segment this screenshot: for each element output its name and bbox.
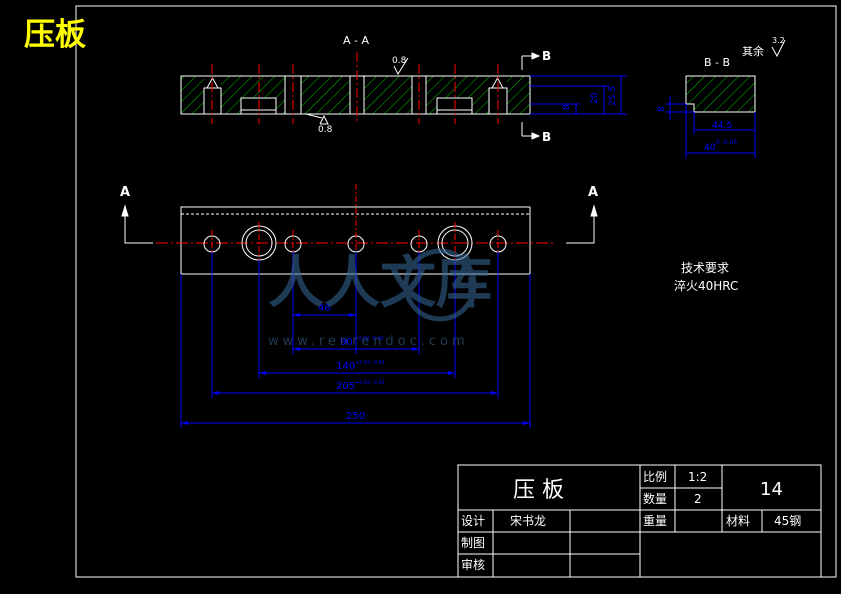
title-material-label: 材料	[726, 514, 750, 528]
plan-view: A A	[120, 184, 598, 428]
roughness-bottom-symbol	[305, 113, 329, 125]
watermark-text: 人人文库	[268, 251, 492, 316]
dim-section-25-5: 25.5	[608, 86, 618, 106]
plan-hole-centerlines	[211, 184, 499, 264]
section-aa-title: A - A	[343, 34, 369, 47]
dim-bb-40-tol: 0 -0.05	[716, 139, 737, 146]
title-part-name: 压 板	[513, 478, 564, 503]
section-bb-dims	[666, 96, 756, 158]
watermark-url: www.renrendoc.com	[268, 334, 469, 349]
dim-140-tol: +0.02 -0.02	[355, 360, 385, 366]
plan-dims	[180, 252, 531, 428]
roughness-other-symbol	[771, 39, 786, 58]
title-qty-value: 2	[694, 492, 702, 506]
section-bb-view: B - B 其余 3.2 8 44.5 40 0 -0.05	[657, 36, 786, 158]
title-drawing-no: 14	[760, 479, 783, 500]
cutting-label-a-right: A	[588, 185, 598, 200]
roughness-other-value: 3.2	[772, 36, 785, 45]
title-scale-value: 1:2	[688, 470, 707, 484]
roughness-bottom-value: 0.8	[318, 125, 333, 135]
section-aa-centerlines	[211, 52, 499, 124]
dim-90-tol: +0.02 -0.02	[354, 336, 384, 342]
roughness-top-symbol	[393, 57, 409, 76]
cutting-plane-a	[121, 204, 598, 244]
section-aa-hatch	[181, 76, 530, 114]
roughness-other-label: 其余	[742, 44, 764, 58]
dim-250: 250	[346, 411, 365, 422]
dim-140: 140	[336, 361, 355, 372]
plan-dim-arrows	[181, 313, 530, 425]
section-aa-view: A - A	[180, 34, 627, 144]
dim-205-tol: +0.02 -0.02	[355, 380, 385, 386]
cutting-label-b-bottom: B	[542, 130, 551, 144]
dim-46: 46	[318, 303, 331, 314]
section-aa-dims	[530, 75, 627, 115]
cutting-label-b-top: B	[542, 49, 551, 63]
tech-req-line1: 淬火40HRC	[674, 278, 738, 293]
dim-section-8: 8	[562, 104, 572, 110]
title-weight-label: 重量	[643, 514, 667, 528]
watermark: 人人文库 www.renrendoc.com	[268, 248, 492, 349]
sheet-border	[75, 5, 837, 578]
cutting-plane-b	[521, 52, 541, 140]
dim-bb-40: 40	[704, 143, 716, 153]
section-bb-title: B - B	[704, 56, 730, 69]
title-qty-label: 数量	[643, 491, 667, 506]
cutting-label-a-left: A	[120, 185, 130, 200]
dim-bb-height: 8	[657, 106, 667, 112]
title-designer: 宋书龙	[510, 513, 546, 528]
title-draw-label: 制图	[461, 536, 485, 550]
title-scale-label: 比例	[643, 470, 667, 484]
title-block	[457, 464, 822, 578]
title-check-label: 审核	[461, 557, 485, 572]
dim-section-20: 20	[590, 92, 600, 104]
tech-req-title: 技术要求	[681, 261, 729, 275]
dim-205: 205	[336, 381, 355, 392]
roughness-top-value: 0.8	[392, 56, 407, 66]
dim-90: 90	[340, 337, 353, 348]
corner-title: 压板	[24, 17, 86, 53]
dim-bb-44-5: 44.5	[712, 121, 732, 131]
section-bb-hatch	[686, 76, 755, 112]
title-material-value: 45钢	[774, 514, 801, 528]
title-design-label: 设计	[461, 514, 485, 528]
